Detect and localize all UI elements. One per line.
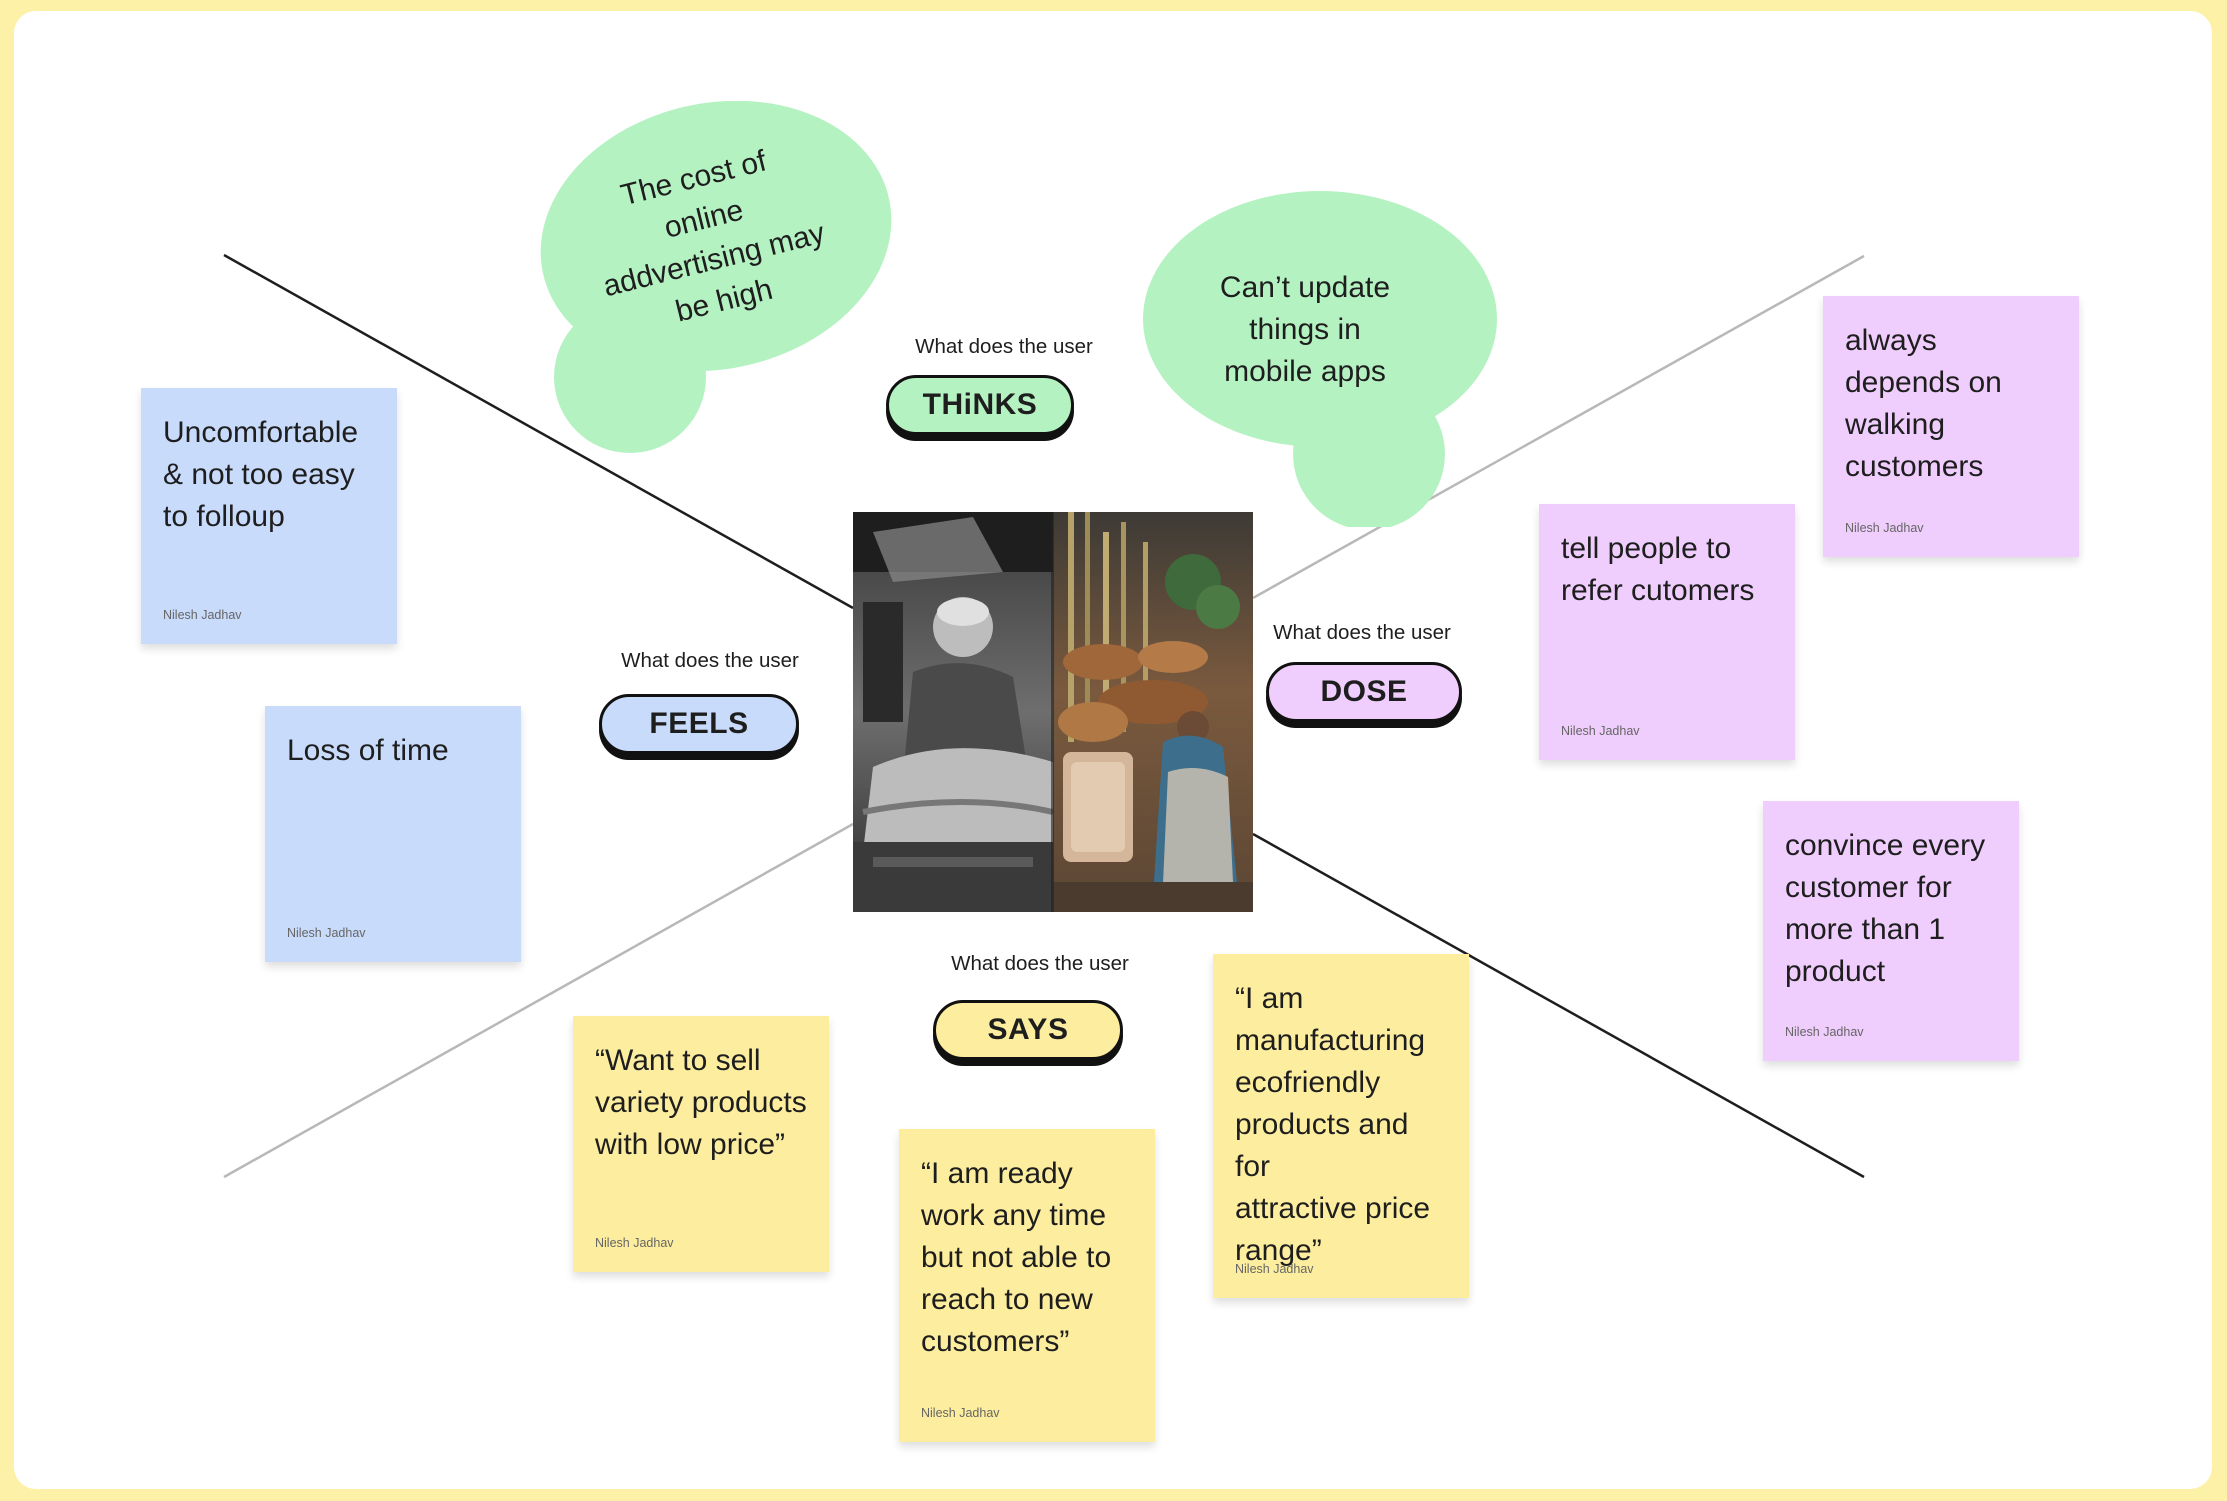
feels-sticky-note[interactable]: Loss of time Nilesh Jadhav: [265, 706, 521, 962]
thinks-pill[interactable]: THiNKS: [886, 375, 1074, 435]
dose-prompt: What does the user: [1273, 621, 1451, 644]
thinks-bubble-text: Can’t update things in mobile apps: [1219, 271, 1391, 388]
dose-sticky-note[interactable]: always depends on walking customers Nile…: [1823, 296, 2079, 557]
dose-sticky-note[interactable]: convince every customer for more than 1 …: [1763, 801, 2019, 1061]
sticky-note-text: always depends on walking customers: [1845, 324, 2002, 483]
says-pill[interactable]: SAYS: [933, 1000, 1123, 1060]
sticky-note-text: Loss of time: [287, 734, 449, 767]
axis-top-right: [1252, 254, 1865, 600]
sticky-note-author: Nilesh Jadhav: [921, 1406, 1000, 1420]
thinks-bubble-1[interactable]: The cost of online addvertising may be h…: [529, 101, 905, 471]
center-photo[interactable]: [853, 512, 1253, 912]
axis-top-left: [223, 253, 854, 610]
thinks-bubble-2[interactable]: Can’t update things in mobile apps: [1135, 187, 1505, 527]
dose-sticky-note[interactable]: tell people to refer cutomers Nilesh Jad…: [1539, 504, 1795, 760]
feels-sticky-note[interactable]: Uncomfortable & not too easy to folloup …: [141, 388, 397, 644]
artisan-photo-icon: [853, 512, 1253, 912]
sticky-note-text: convince every customer for more than 1 …: [1785, 829, 1986, 988]
sticky-note-text: tell people to refer cutomers: [1561, 532, 1755, 607]
thinks-prompt: What does the user: [915, 335, 1093, 358]
sticky-note-text: “I am ready work any time but not able t…: [921, 1157, 1112, 1358]
sticky-note-author: Nilesh Jadhav: [1561, 724, 1640, 738]
sticky-note-text: “I am manufacturing ecofriendly products…: [1235, 982, 1431, 1267]
says-prompt: What does the user: [951, 952, 1129, 975]
says-sticky-note[interactable]: “I am ready work any time but not able t…: [899, 1129, 1155, 1442]
dose-pill[interactable]: DOSE: [1266, 662, 1462, 722]
empathy-map-axes: [223, 253, 1865, 1179]
axis-bottom-right: [1252, 832, 1865, 1179]
thought-cloud-icon: [1143, 191, 1497, 527]
sticky-note-text: “Want to sell variety products with low …: [595, 1044, 807, 1161]
sticky-note-author: Nilesh Jadhav: [1845, 521, 1924, 535]
axis-bottom-left: [223, 822, 854, 1179]
sticky-note-author: Nilesh Jadhav: [163, 608, 242, 622]
feels-pill[interactable]: FEELS: [599, 694, 799, 754]
says-sticky-note[interactable]: “I am manufacturing ecofriendly products…: [1213, 954, 1469, 1298]
feels-prompt: What does the user: [621, 649, 799, 672]
sticky-note-author: Nilesh Jadhav: [595, 1236, 674, 1250]
sticky-note-author: Nilesh Jadhav: [1785, 1025, 1864, 1039]
whiteboard-canvas[interactable]: The cost of online addvertising may be h…: [14, 11, 2212, 1489]
sticky-note-text: Uncomfortable & not too easy to folloup: [163, 416, 359, 533]
says-sticky-note[interactable]: “Want to sell variety products with low …: [573, 1016, 829, 1272]
sticky-note-author: Nilesh Jadhav: [1235, 1262, 1314, 1276]
sticky-note-author: Nilesh Jadhav: [287, 926, 366, 940]
thought-cloud-icon: [540, 101, 892, 453]
